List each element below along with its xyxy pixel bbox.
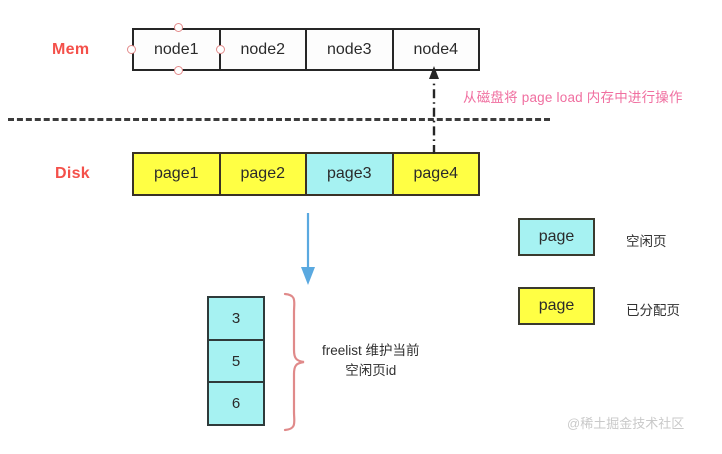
mem-node-row: node1 node2 node3 node4 bbox=[132, 28, 480, 71]
legend-free-text: 空闲页 bbox=[626, 234, 667, 249]
disk-page-row: page1 page2 page3 page4 bbox=[132, 152, 480, 196]
page-load-note: 从磁盘将 page load 内存中进行操作 bbox=[463, 90, 683, 105]
mem-node-cell: node1 bbox=[134, 30, 221, 69]
freelist-box: 3 5 6 bbox=[207, 296, 265, 426]
disk-page-cell: page3 bbox=[307, 154, 394, 194]
legend-allocated-text: 已分配页 bbox=[626, 303, 680, 318]
freelist-cell: 5 bbox=[209, 341, 263, 384]
legend-free-swatch: page bbox=[518, 218, 595, 256]
freelist-note: freelist 维护当前 空闲页id bbox=[322, 341, 420, 381]
freelist-note-line1: freelist 维护当前 bbox=[322, 343, 420, 358]
disk-page-cell: page2 bbox=[220, 154, 307, 194]
mem-disk-divider bbox=[8, 118, 550, 121]
node-handle-left-icon bbox=[127, 45, 136, 54]
watermark: @稀土掘金技术社区 bbox=[567, 416, 685, 431]
freelist-cell: 3 bbox=[209, 298, 263, 341]
node-handle-bottom-icon bbox=[174, 66, 183, 75]
freelist-cell: 6 bbox=[231, 395, 241, 413]
mem-node-cell: node4 bbox=[393, 30, 478, 69]
mem-node-cell: node2 bbox=[220, 30, 307, 69]
disk-label: Disk bbox=[55, 165, 90, 182]
node-handle-right-icon bbox=[216, 45, 225, 54]
free-page-arrow-icon bbox=[301, 213, 315, 285]
page-load-arrow-icon bbox=[429, 66, 439, 154]
mem-node-cell: node3 bbox=[307, 30, 394, 69]
freelist-brace-icon bbox=[283, 292, 305, 432]
disk-page-cell: page1 bbox=[134, 154, 221, 194]
node-handle-top-icon bbox=[174, 23, 183, 32]
mem-label: Mem bbox=[52, 41, 90, 58]
legend-allocated-swatch: page bbox=[518, 287, 595, 325]
freelist-note-line2: 空闲页id bbox=[345, 363, 397, 378]
disk-page-cell: page4 bbox=[393, 154, 478, 194]
